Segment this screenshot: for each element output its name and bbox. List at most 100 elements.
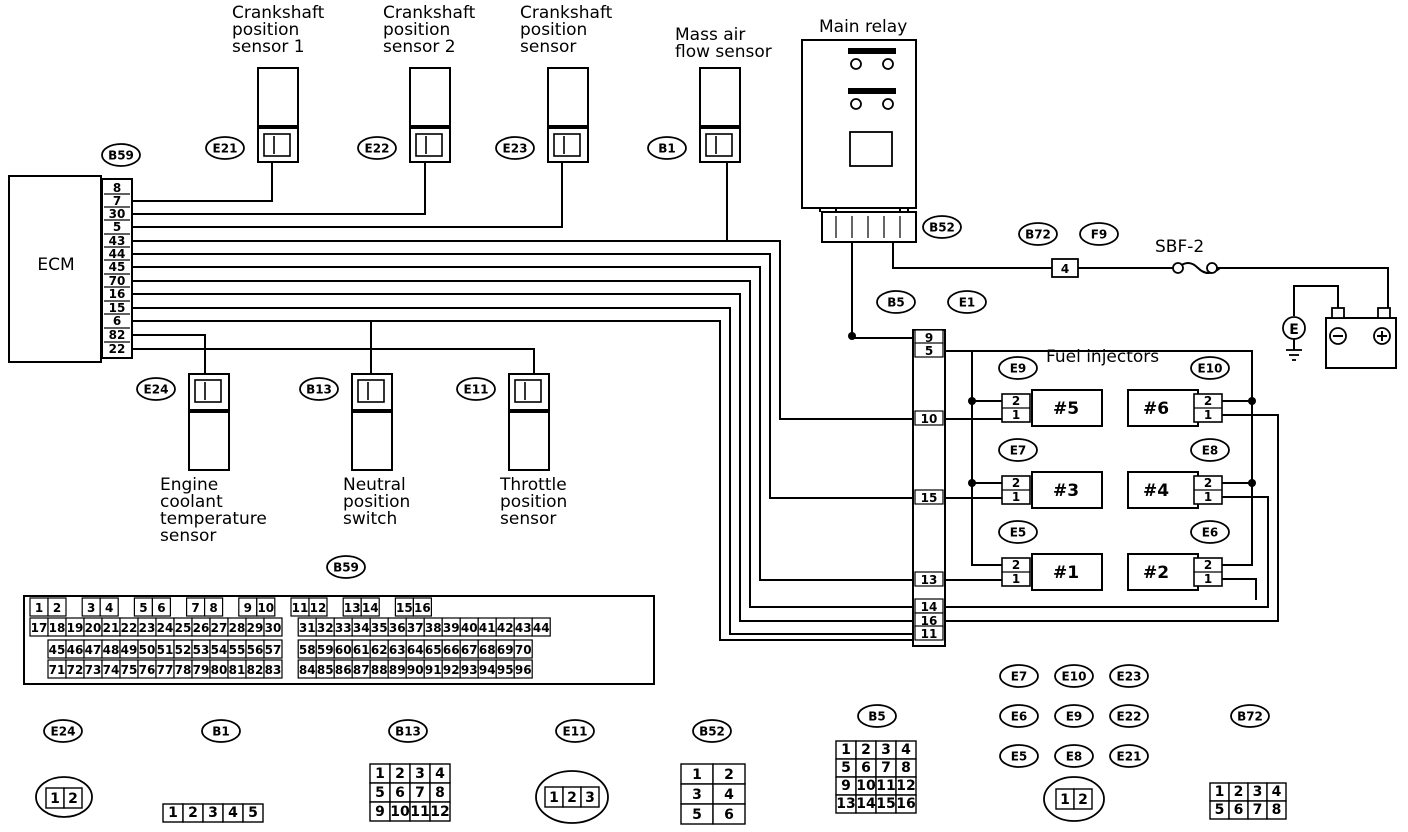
- legend-b5-cell-label: 9: [841, 778, 851, 794]
- e6-tag: E6: [1202, 526, 1219, 540]
- b59-row2-cell-label: 37: [407, 621, 424, 635]
- legend-b13-cell-label: 12: [430, 804, 449, 820]
- b59-row4-cell-label: 91: [425, 663, 442, 677]
- crankshaft-sensor-signal-wire: [132, 162, 563, 228]
- b59-row3-cell: [263, 639, 283, 659]
- legend-b5-cell-label: 16: [896, 796, 915, 812]
- legend-b1-cell: [242, 803, 264, 823]
- e9-tag: E9: [1010, 362, 1027, 376]
- legend-b1-cell-label: 3: [208, 805, 218, 821]
- b59-row4-cell-label: 85: [317, 663, 334, 677]
- b72-tag-outline: [1018, 222, 1058, 246]
- e1-pin-label: 10: [921, 412, 938, 426]
- b59-row4-cell-label: 92: [443, 663, 460, 677]
- b59-row4-cell-label: 82: [247, 663, 264, 677]
- legend-b13-tag: B13: [395, 725, 421, 739]
- ecm-pin-label: 8: [113, 181, 121, 195]
- b59-row2-cell-label: 30: [265, 621, 282, 635]
- ground-icon: [1282, 316, 1306, 340]
- legend-b5-cell-label: 12: [896, 778, 915, 794]
- legend-group-cell: [1073, 788, 1093, 810]
- b59-row3-cell-label: 60: [335, 643, 352, 657]
- ecm-pin-label: 6: [113, 314, 121, 328]
- neutral-position-switch-signal-wire: [132, 320, 372, 374]
- injector-signal-wire: [945, 414, 1279, 622]
- b59-row1-cell: [412, 597, 432, 617]
- component-layer: [8, 39, 1397, 825]
- b59-row3-cell-label: 57: [265, 643, 282, 657]
- b59-row4-cell-label: 74: [103, 663, 120, 677]
- b59-row3-cell-label: 67: [461, 643, 478, 657]
- legend-group-tag-outline: [999, 744, 1039, 768]
- junction-dot: [968, 479, 976, 487]
- b59-row2-cell-label: 33: [335, 621, 352, 635]
- relay-coil: [849, 131, 893, 167]
- legend-b13-cell-label: 6: [395, 785, 405, 801]
- b59-row1-cell-label: 7: [191, 601, 199, 615]
- e5-tag-outline: [998, 520, 1038, 544]
- fuse-label: SBF-2: [1155, 237, 1204, 257]
- injector-6-pin-label: 2: [1204, 394, 1212, 408]
- injector-6-number: #6: [1143, 399, 1169, 419]
- e1-tag-outline: [947, 290, 987, 314]
- legend-b1-cell-label: 5: [248, 805, 258, 821]
- legend-b5-cell-label: 7: [881, 760, 891, 776]
- b59-row2-cell-label: 18: [49, 621, 66, 635]
- e1-pin-label: 9: [925, 331, 933, 345]
- b59-row4-cell-label: 96: [515, 663, 532, 677]
- coolant-temp-sensor-signal-wire: [132, 334, 206, 374]
- legend-group-cell-label: 2: [1078, 792, 1088, 808]
- ecm-pin-label: 22: [109, 342, 126, 356]
- b59-row4-cell-label: 75: [121, 663, 138, 677]
- legend-b5-cell-label: 11: [876, 778, 895, 794]
- ecm-pin-label: 15: [109, 301, 126, 315]
- b1-tag: B1: [658, 142, 676, 156]
- ecm-injector-harness-wire: [132, 280, 913, 608]
- e9-tag-outline: [998, 356, 1038, 380]
- power-wire: [892, 242, 1052, 269]
- b59-row3-cell-label: 69: [497, 643, 514, 657]
- b59-row2-cell-label: 43: [515, 621, 532, 635]
- b59-row1-cell-label: 16: [414, 601, 431, 615]
- ecm-pin-label: 43: [109, 234, 126, 248]
- e5-tag: E5: [1010, 526, 1027, 540]
- coolant-temp-sensor-plug: [194, 379, 222, 403]
- b59-row4-cell-label: 71: [49, 663, 66, 677]
- b59-row3-cell-label: 62: [371, 643, 388, 657]
- battery-terminal: [1331, 307, 1345, 319]
- b59-row4-cell-label: 76: [139, 663, 156, 677]
- legend-b1-cell-label: 4: [228, 805, 238, 821]
- b59-row3-cell: [513, 639, 533, 659]
- ecm-pin-label: 5: [113, 220, 121, 234]
- legend-b52-cell-label: 1: [692, 767, 702, 783]
- fuse-terminal: [1172, 262, 1184, 274]
- ecm-pin-label: 16: [109, 287, 126, 301]
- b59-row4-cell-label: 73: [85, 663, 102, 677]
- crankshaft-sensor-2-plug: [415, 133, 443, 157]
- b59-row2-cell-label: 36: [389, 621, 406, 635]
- legend-b52-tag-outline: [692, 719, 732, 743]
- relay-contact: [850, 58, 862, 70]
- b59-row2-cell-label: 31: [299, 621, 316, 635]
- crankshaft-sensor-2-body: [409, 67, 451, 127]
- b59-row2-cell-label: 26: [193, 621, 210, 635]
- legend-e24-cell: [63, 787, 83, 809]
- b59-row2-cell-label: 22: [121, 621, 138, 635]
- legend-b72-tag-outline: [1230, 704, 1270, 728]
- b59-row4-cell: [513, 659, 533, 679]
- b59-row4-cell-label: 94: [479, 663, 496, 677]
- e7-tag-outline: [998, 438, 1038, 462]
- ecm-connector-tag: B59: [108, 149, 134, 163]
- b59-row2-cell-label: 20: [85, 621, 102, 635]
- ecm-box: [8, 175, 102, 363]
- legend-group-tag-outline: [1054, 664, 1094, 688]
- b59-row1-cell: [204, 597, 224, 617]
- e1-pin-cell: [914, 625, 944, 641]
- injector-power-bus: [945, 350, 1253, 566]
- b59-row2-cell-label: 27: [211, 621, 228, 635]
- junction-dot: [968, 397, 976, 405]
- b59-row1-cell-label: 12: [310, 601, 327, 615]
- legend-b72-cell-label: 7: [1253, 802, 1263, 818]
- relay-bar: [848, 48, 896, 54]
- b72-tag: B72: [1025, 228, 1051, 242]
